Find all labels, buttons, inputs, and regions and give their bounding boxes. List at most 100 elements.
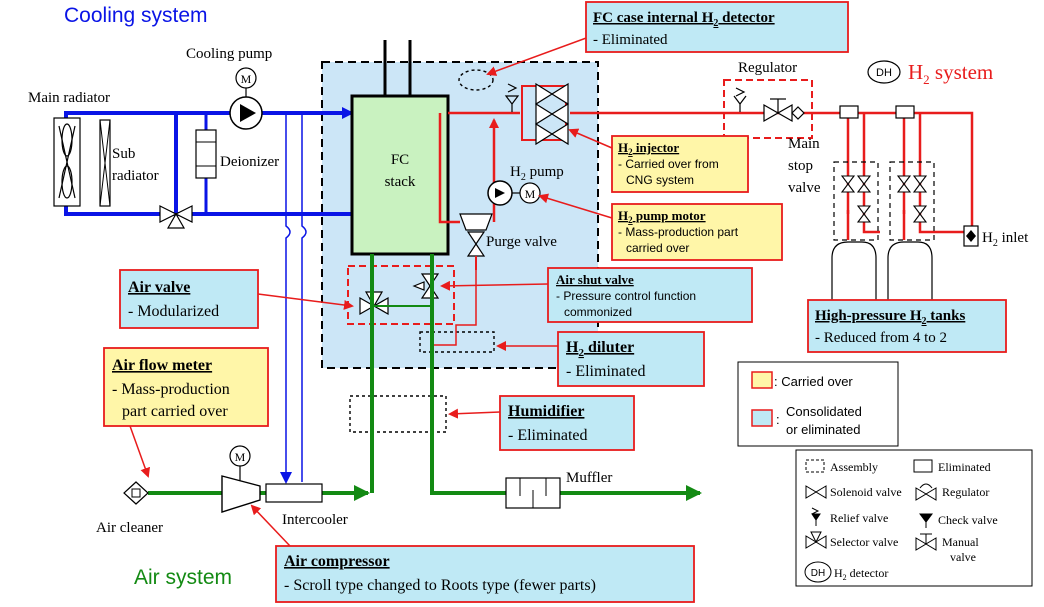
tank-connector — [895, 105, 915, 119]
main-stop-valve-label: Main — [788, 136, 820, 152]
purge-valve-label: Purge valve — [486, 234, 557, 250]
main-stop-valve-icon — [791, 106, 805, 120]
svg-text:H2 diluter: H2 diluter — [566, 339, 634, 359]
callout-h2-diluter: H2 diluter - Eliminated — [557, 331, 705, 387]
svg-text:High-pressure H2 tanks: High-pressure H2 tanks — [815, 308, 965, 327]
eliminated-h2-diluter — [419, 331, 495, 353]
svg-text:Relief valve: Relief valve — [830, 511, 888, 525]
solenoid-valve-icon — [805, 485, 827, 499]
eliminated-humidifier — [349, 395, 447, 433]
color-legend: : Carried over : Consolidated or elimina… — [737, 361, 899, 447]
callout-humidifier: Humidifier - Eliminated — [499, 395, 635, 451]
callout-leaders — [129, 29, 613, 547]
check-valve-icon — [733, 87, 747, 112]
callout-h2-pump-motor: H2 pump motor - Mass-production part car… — [611, 203, 783, 261]
svg-text:H2 system: H2 system — [908, 60, 993, 87]
tank-valve-assembly-1 — [833, 161, 879, 241]
relief-valve-icon — [811, 507, 821, 526]
intercooler-label: Intercooler — [282, 512, 348, 528]
motor-symbol: M — [235, 450, 246, 464]
sub-radiator-label-2: radiator — [112, 168, 159, 184]
intercooler — [265, 483, 323, 503]
muffler — [505, 477, 561, 509]
callout-air-compressor: Air compressor - Scroll type changed to … — [275, 545, 695, 603]
callout-h2-tanks: High-pressure H2 tanks - Reduced from 4 … — [807, 299, 1007, 353]
callout-air-flow-meter: Air flow meter - Mass-production part ca… — [103, 347, 269, 427]
svg-text:Selector valve: Selector valve — [830, 535, 898, 549]
legend-swatch-carried-over — [751, 371, 773, 389]
h2-pump-label: H2 pump — [510, 164, 564, 183]
callout-h2-injector: H2 injector - Carried over from CNG syst… — [611, 135, 749, 193]
cooling-system-title: Cooling system — [64, 4, 208, 27]
check-valve-icon — [919, 513, 933, 528]
air-compressor — [221, 475, 261, 513]
air-cleaner-label: Air cleaner — [96, 520, 163, 536]
h2-pump-motor-icon — [519, 182, 541, 204]
symbol-legend: Assembly Eliminated Solenoid valve Regul… — [795, 449, 1033, 587]
svg-text:- Eliminated: - Eliminated — [593, 32, 668, 48]
svg-text:Solenoid valve: Solenoid valve — [830, 485, 902, 499]
h2-tank-1 — [831, 241, 877, 300]
main-stop-valve-label-3: valve — [788, 180, 821, 196]
svg-text:carried over: carried over — [626, 241, 689, 255]
svg-text:- Modularized: - Modularized — [128, 303, 219, 320]
callout-fc-case-detector: FC case internal H2 detector - Eliminate… — [585, 1, 849, 53]
svg-text:- Eliminated: - Eliminated — [566, 363, 646, 380]
air-cleaner-icon — [123, 481, 149, 505]
legend-swatch-consolidated — [751, 409, 773, 427]
h2-inlet-label: H2 inlet — [982, 230, 1029, 249]
svg-text:Humidifier: Humidifier — [508, 403, 584, 420]
air-compressor-motor-icon — [229, 445, 251, 467]
svg-text:H2 injector: H2 injector — [618, 140, 679, 157]
cooling-valve-icon — [159, 205, 193, 229]
eliminated-h2-detector — [458, 69, 494, 91]
svg-text:H2 detector: H2 detector — [834, 566, 888, 582]
air-valve-assembly — [347, 265, 455, 325]
regulator-icon — [915, 483, 937, 501]
deionizer — [195, 129, 217, 179]
selector-valve-icon — [805, 531, 827, 549]
deionizer-label: Deionizer — [220, 154, 279, 170]
svg-text:Regulator: Regulator — [942, 485, 989, 499]
svg-text:DH: DH — [811, 568, 825, 579]
svg-text:H2 pump motor: H2 pump motor — [618, 208, 706, 225]
regulator-label: Regulator — [738, 60, 797, 76]
cooling-pump-motor-icon — [235, 67, 257, 89]
svg-text:Manual: Manual — [942, 535, 979, 549]
cooling-pump-label: Cooling pump — [186, 46, 272, 62]
svg-text:Air flow meter: Air flow meter — [112, 357, 212, 374]
svg-text:- Reduced from 4 to 2: - Reduced from 4 to 2 — [815, 330, 947, 346]
svg-text:Air valve: Air valve — [128, 279, 190, 296]
regulator-assembly — [723, 79, 813, 139]
motor-symbol: M — [525, 187, 536, 201]
regulator-icon — [763, 98, 793, 123]
svg-text:FC case internal H2 detector: FC case internal H2 detector — [593, 10, 775, 29]
h2-system-title: DH H2 system — [867, 60, 993, 87]
svg-text::: : — [776, 412, 780, 427]
svg-text:part carried over: part carried over — [122, 403, 228, 420]
fc-stack-label-2: stack — [385, 174, 416, 190]
air-lines — [148, 254, 702, 501]
h2-detector-icon — [804, 561, 832, 583]
svg-text:Consolidated: Consolidated — [786, 404, 862, 419]
svg-text:- Mass-production: - Mass-production — [112, 381, 230, 398]
h2-tank-2 — [887, 241, 933, 300]
svg-text:: Carried over: : Carried over — [774, 374, 853, 389]
fc-stack-label: FC — [391, 152, 409, 168]
svg-text:Air shut valve: Air shut valve — [556, 272, 634, 287]
svg-text:- Carried over from: - Carried over from — [618, 157, 719, 171]
muffler-label: Muffler — [566, 470, 612, 486]
main-radiator-label: Main radiator — [28, 90, 110, 106]
svg-text:or eliminated: or eliminated — [786, 422, 860, 437]
main-stop-valve-label-2: stop — [788, 158, 813, 174]
eliminated-symbol — [913, 459, 933, 473]
svg-text:- Scroll type changed to Roots: - Scroll type changed to Roots type (few… — [284, 577, 596, 594]
radiator-fan-icon — [58, 123, 76, 199]
svg-text:DH: DH — [876, 67, 892, 79]
svg-text:- Mass-production part: - Mass-production part — [618, 225, 739, 239]
tank-valve-assembly-2 — [889, 161, 935, 241]
svg-text:- Eliminated: - Eliminated — [508, 427, 588, 444]
air-system-title: Air system — [134, 566, 232, 589]
sub-radiator-label: Sub — [112, 146, 135, 162]
